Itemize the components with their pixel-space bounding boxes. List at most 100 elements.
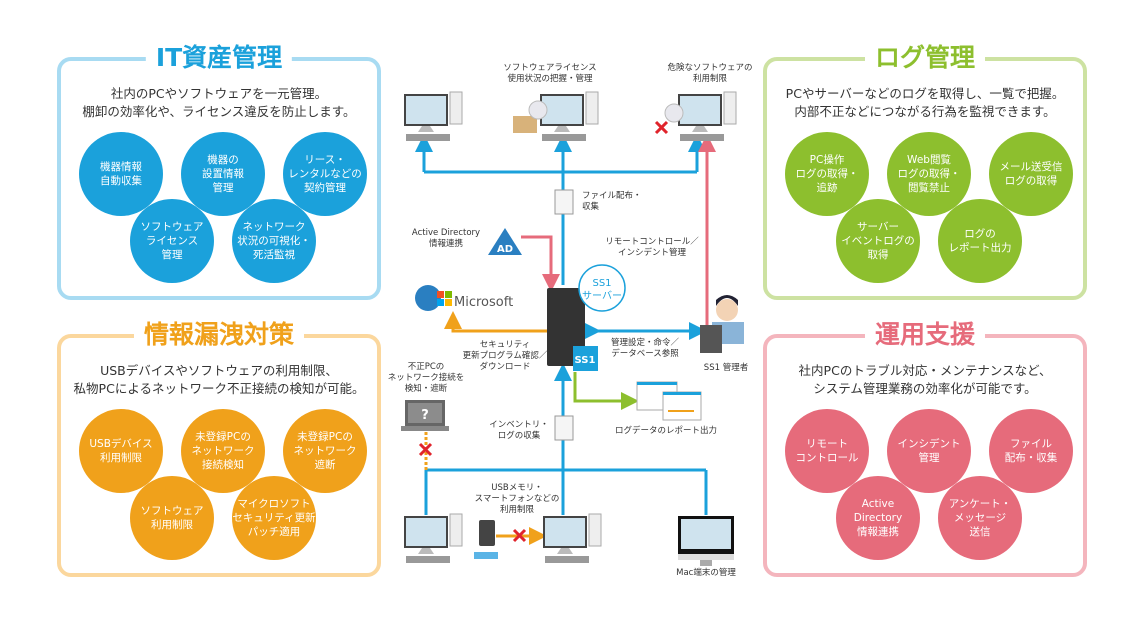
svg-text:AD: AD <box>497 244 513 255</box>
feature-label: PC操作 <box>809 154 845 166</box>
label-mgmt: データベース参照 <box>611 348 679 359</box>
feature-label: 管理 <box>161 249 183 261</box>
feature-label: セキュリティ更新 <box>232 512 316 524</box>
label-remote: リモートコントロール／ <box>605 237 699 247</box>
laptop-icon: ? <box>401 400 449 431</box>
label-file: ファイル配布・ <box>582 190 642 201</box>
feature-circle: 未登録PCのネットワーク遮断 <box>283 409 367 493</box>
cd-icon <box>528 100 548 120</box>
panel-description: PCやサーバーなどのログを取得し、一覧で把握。内部不正などにつながる行為を監視で… <box>767 85 1083 121</box>
label-mgmt: 管理設定・命令／ <box>611 337 680 348</box>
feature-circle: メール送受信ログの取得 <box>989 132 1073 216</box>
feature-label: 利用制限 <box>151 519 193 531</box>
panel-title: 情報漏洩対策 <box>133 318 305 352</box>
feature-label: 接続検知 <box>202 459 244 471</box>
document-icon <box>554 415 574 441</box>
feature-label: コントロール <box>795 452 859 464</box>
feature-label: イベントログの <box>841 235 915 247</box>
svg-text:?: ? <box>421 408 429 423</box>
label-admin: SS1 管理者 <box>704 362 749 373</box>
feature-label: Directory <box>853 512 903 524</box>
feature-label: USBデバイス <box>89 438 153 450</box>
panel-ops: 運用支援社内PCのトラブル対応・メンテナンスなど、システム管理業務の効率化が可能… <box>763 318 1087 577</box>
panel-it: IT資産管理社内のPCやソフトウェアを一元管理。棚卸の効率化や、ライセンス違反を… <box>57 41 381 300</box>
feature-label: 未登録PCの <box>297 431 353 443</box>
svg-text:サーバー: サーバー <box>582 290 622 302</box>
feature-circle: 機器の設置情報管理 <box>181 132 265 216</box>
ss1-logo-icon <box>573 346 598 371</box>
mac-icon <box>678 516 734 566</box>
feature-label: 状況の可視化・ <box>237 235 311 247</box>
ad-logo-icon <box>488 228 522 255</box>
pc-icon <box>403 91 463 142</box>
smartphone-icon <box>474 520 498 559</box>
microsoft-logo-icon <box>437 291 452 306</box>
panel-title: IT資産管理 <box>145 41 293 75</box>
feature-circle: ファイル配布・収集 <box>989 409 1073 493</box>
cd-icon <box>664 103 684 123</box>
description-line: PCやサーバーなどのログを取得し、一覧で把握。 <box>785 86 1065 101</box>
feature-circle: USBデバイス利用制限 <box>79 409 163 493</box>
feature-label: リース・ <box>304 154 346 166</box>
description-line: 社内のPCやソフトウェアを一元管理。 <box>110 86 328 101</box>
feature-circle: PC操作ログの取得・追跡 <box>785 132 869 216</box>
label-mac: Mac端末の管理 <box>676 567 736 578</box>
document-icon <box>554 189 574 215</box>
pc-icon <box>539 91 599 142</box>
feature-label: Web閲覧 <box>907 154 951 166</box>
feature-label: 機器の <box>207 154 239 166</box>
feature-label: ライセンス <box>145 235 199 247</box>
feature-circle: 機器情報自動収集 <box>79 132 163 216</box>
feature-label: ネットワーク <box>191 445 255 457</box>
label-security: セキュリティ <box>480 340 531 350</box>
feature-label: ソフトウェア <box>140 221 204 233</box>
panel-title: 運用支援 <box>864 318 986 352</box>
feature-label: 送信 <box>969 526 991 538</box>
feature-label: メール送受信 <box>999 161 1063 173</box>
feature-label: マイクロソフト <box>237 498 311 510</box>
feature-label: ログの取得 <box>1004 175 1058 187</box>
label-security: 更新プログラム確認／ <box>463 350 548 361</box>
panel-leak: 情報漏洩対策 USBデバイスやソフトウェアの利用制限、私物PCによるネットワーク不… <box>57 318 381 577</box>
description-line: システム管理業務の効率化が可能です。 <box>813 381 1037 396</box>
panel-log: ログ管理 PCやサーバーなどのログを取得し、一覧で把握。内部不正などにつながる行為… <box>763 41 1087 300</box>
feature-label: 配布・収集 <box>1004 452 1058 464</box>
label-ad: 情報連携 <box>429 238 463 249</box>
label-usb: 利用制限 <box>500 504 535 515</box>
feature-label: インシデント <box>897 438 961 450</box>
label-report: ログデータのレポート出力 <box>615 425 717 436</box>
feature-label: パッチ適用 <box>247 526 301 538</box>
feature-label: 自動収集 <box>100 175 142 187</box>
feature-label: ログの取得・ <box>795 168 859 180</box>
feature-circle: インシデント管理 <box>887 409 971 493</box>
pc-icon <box>542 513 602 564</box>
label-usb: スマートフォンなどの <box>475 494 560 504</box>
label-security: ダウンロード <box>479 361 530 372</box>
admin-icon <box>700 295 744 353</box>
label-remote: インシデント管理 <box>618 247 687 258</box>
panel-title: ログ管理 <box>864 41 986 75</box>
feature-circle: ソフトウェアライセンス管理 <box>130 199 214 283</box>
feature-label: アンケート・ <box>948 498 1012 510</box>
feature-label: ログの取得・ <box>897 168 961 180</box>
feature-circle: ネットワーク状況の可視化・死活監視 <box>232 199 316 283</box>
feature-label: 未登録PCの <box>195 431 251 443</box>
pc-icon <box>403 513 463 564</box>
label-usb: USBメモリ・ <box>491 483 542 493</box>
feature-label: 取得 <box>867 249 889 261</box>
feature-circle: アンケート・メッセージ送信 <box>938 476 1022 560</box>
label-inventory: インベントリ・ <box>489 420 549 430</box>
feature-label: 閲覧禁止 <box>908 182 950 194</box>
panel-description: USBデバイスやソフトウェアの利用制限、私物PCによるネットワーク不正接続の検知… <box>61 362 377 398</box>
feature-label: 管理 <box>918 452 940 464</box>
feature-circle: リモートコントロール <box>785 409 869 493</box>
description-line: 社内PCのトラブル対応・メンテナンスなど、 <box>798 363 1052 378</box>
feature-circle: マイクロソフトセキュリティ更新パッチ適用 <box>232 476 316 560</box>
certificate-icon <box>513 116 537 133</box>
label-rogue: 不正PCの <box>408 362 445 372</box>
svg-text:Microsoft: Microsoft <box>454 295 513 310</box>
pc-icon <box>677 91 737 142</box>
feature-circle: ログのレポート出力 <box>938 199 1022 283</box>
feature-label: レンタルなどの <box>288 168 362 180</box>
